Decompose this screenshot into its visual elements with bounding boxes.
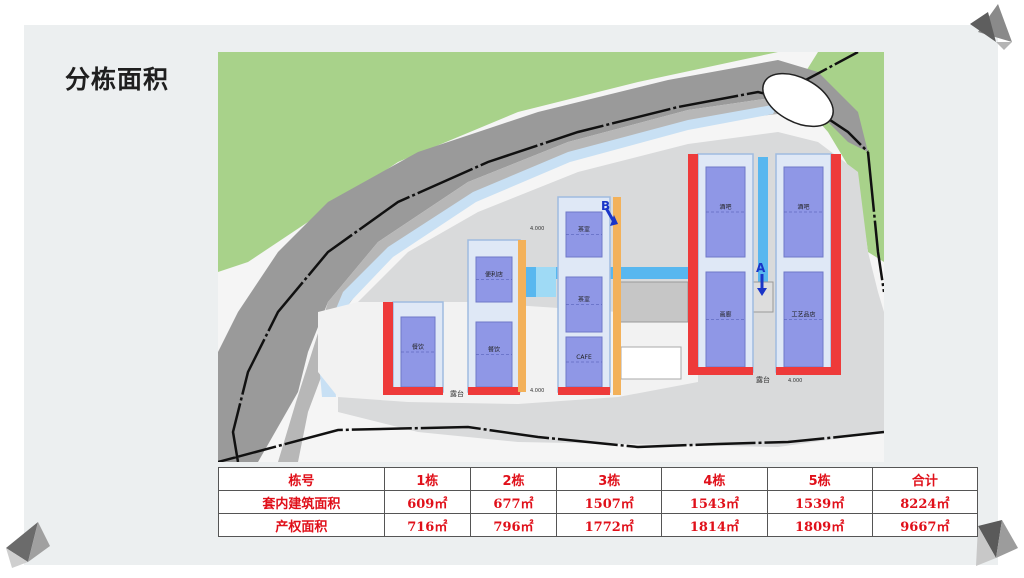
table-cell: 1539㎡ xyxy=(766,490,873,514)
elevation-label-2: 4.000 xyxy=(530,388,544,394)
table-cell: 8224㎡ xyxy=(871,490,979,514)
red-edge xyxy=(383,302,393,394)
room-label: 画廊 xyxy=(719,311,731,319)
table-cell: 609㎡ xyxy=(383,490,471,514)
marker-a-label: A xyxy=(756,261,766,275)
room-label: 餐饮 xyxy=(412,343,424,351)
red-edge xyxy=(776,367,841,375)
elevation-label-3: 4.000 xyxy=(788,378,802,384)
table-header-row: 栋号 1栋 2栋 3栋 4栋 5栋 合计 xyxy=(218,467,979,491)
table-header-cell: 栋号 xyxy=(218,467,385,491)
marker-b-arrowhead xyxy=(610,215,618,226)
table-header-cell: 4栋 xyxy=(661,467,768,491)
red-edge xyxy=(558,387,610,395)
room-label: 茶室 xyxy=(578,226,590,234)
building-1: 餐饮 xyxy=(383,301,444,395)
water-feature xyxy=(762,72,834,128)
row-label-property-area: 产权面积 xyxy=(218,513,385,537)
table-cell: 1809㎡ xyxy=(766,513,873,537)
orange-edge xyxy=(518,240,526,392)
table-cell: 1507㎡ xyxy=(556,490,663,514)
room-label: 酒吧 xyxy=(797,203,809,211)
red-edge xyxy=(383,387,443,395)
table-header-cell: 5栋 xyxy=(766,467,873,491)
elevation-label-1: 4.000 xyxy=(530,226,544,232)
page-title: 分栋面积 xyxy=(65,65,170,94)
orange-edge xyxy=(613,197,621,395)
row-label-interior-area: 套内建筑面积 xyxy=(218,490,385,514)
walkway-blue xyxy=(318,104,778,397)
marker-b-label: B xyxy=(601,199,610,213)
green-area-left xyxy=(218,52,778,272)
corridor-left xyxy=(536,267,556,297)
table-header-cell: 2栋 xyxy=(469,467,558,491)
table-cell: 1772㎡ xyxy=(556,513,663,537)
red-edge xyxy=(688,367,753,375)
terrace-label-right: 露台 xyxy=(756,375,770,384)
table-cell: 716㎡ xyxy=(383,513,471,537)
plaza-box xyxy=(620,346,682,380)
table-cell: 1543㎡ xyxy=(661,490,768,514)
room-label: 工艺品店 xyxy=(791,311,815,319)
corner-decoration-bottom-left xyxy=(6,522,50,568)
room-label: 便利店 xyxy=(485,271,503,279)
room-label: 餐饮 xyxy=(488,346,500,354)
terrace-label-left: 露台 xyxy=(450,389,464,398)
table-row: 产权面积 716㎡ 796㎡ 1772㎡ 1814㎡ 1809㎡ 9667㎡ xyxy=(218,513,979,537)
room-label: 酒吧 xyxy=(719,203,731,211)
corridor-right xyxy=(758,157,768,287)
room-label: CAFE xyxy=(576,354,592,361)
area-table: 栋号 1栋 2栋 3栋 4栋 5栋 合计 套内建筑面积 609㎡ 677㎡ 15… xyxy=(218,467,979,537)
table-header-cell: 1栋 xyxy=(383,467,471,491)
site-boundary xyxy=(218,52,884,462)
table-header-cell: 合计 xyxy=(871,467,979,491)
room-label: 茶室 xyxy=(578,296,590,304)
table-cell: 677㎡ xyxy=(469,490,558,514)
table-row: 套内建筑面积 609㎡ 677㎡ 1507㎡ 1543㎡ 1539㎡ 8224㎡ xyxy=(218,490,979,514)
red-edge xyxy=(468,387,520,395)
marker-a-arrowhead xyxy=(757,288,767,296)
red-edge xyxy=(831,154,841,374)
table-cell: 796㎡ xyxy=(469,513,558,537)
table-header-cell: 3栋 xyxy=(556,467,663,491)
stair-hatch xyxy=(617,281,689,323)
corner-decoration-bottom-right xyxy=(976,520,1018,566)
table-cell: 1814㎡ xyxy=(661,513,768,537)
table-cell: 9667㎡ xyxy=(871,513,979,537)
corner-decoration-top-right xyxy=(970,4,1012,50)
red-edge xyxy=(688,154,698,374)
